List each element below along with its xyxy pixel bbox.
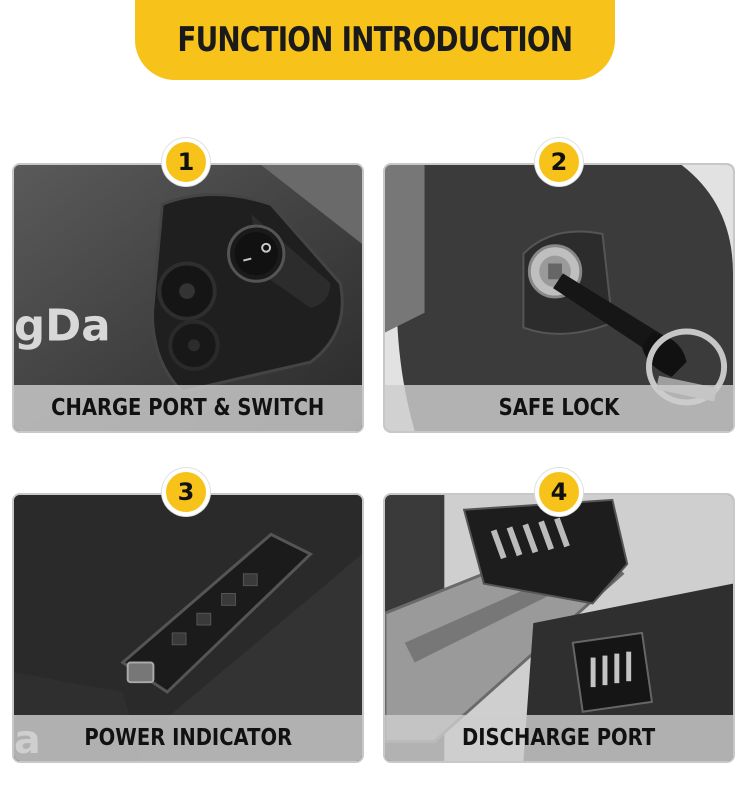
- feature-number-1: 1: [162, 138, 210, 186]
- caption-bar: POWER INDICATOR: [14, 715, 362, 761]
- charge-port-photo: gDa: [14, 165, 362, 431]
- caption-bar: DISCHARGE PORT: [385, 715, 733, 761]
- feature-number-2: 2: [535, 138, 583, 186]
- feature-number-4: 4: [535, 468, 583, 516]
- feature-card-safe-lock: SAFE LOCK: [383, 163, 735, 433]
- feature-number-3: 3: [162, 468, 210, 516]
- feature-caption-2: SAFE LOCK: [498, 395, 620, 421]
- caption-bar: SAFE LOCK: [385, 385, 733, 431]
- brand-text: gDa: [14, 301, 111, 351]
- feature-card-discharge-port: DISCHARGE PORT: [383, 493, 735, 763]
- feature-caption-3: POWER INDICATOR: [84, 725, 292, 751]
- page-title: FUNCTION INTRODUCTION: [177, 20, 574, 60]
- feature-caption-4: DISCHARGE PORT: [462, 725, 656, 751]
- feature-card-power-indicator: a POWER INDICATOR: [12, 493, 364, 763]
- feature-card-charge-port: gDa CHARGE PORT & SWITCH: [12, 163, 364, 433]
- title-banner: FUNCTION INTRODUCTION: [135, 0, 615, 80]
- feature-caption-1: CHARGE PORT & SWITCH: [51, 395, 325, 421]
- caption-bar: CHARGE PORT & SWITCH: [14, 385, 362, 431]
